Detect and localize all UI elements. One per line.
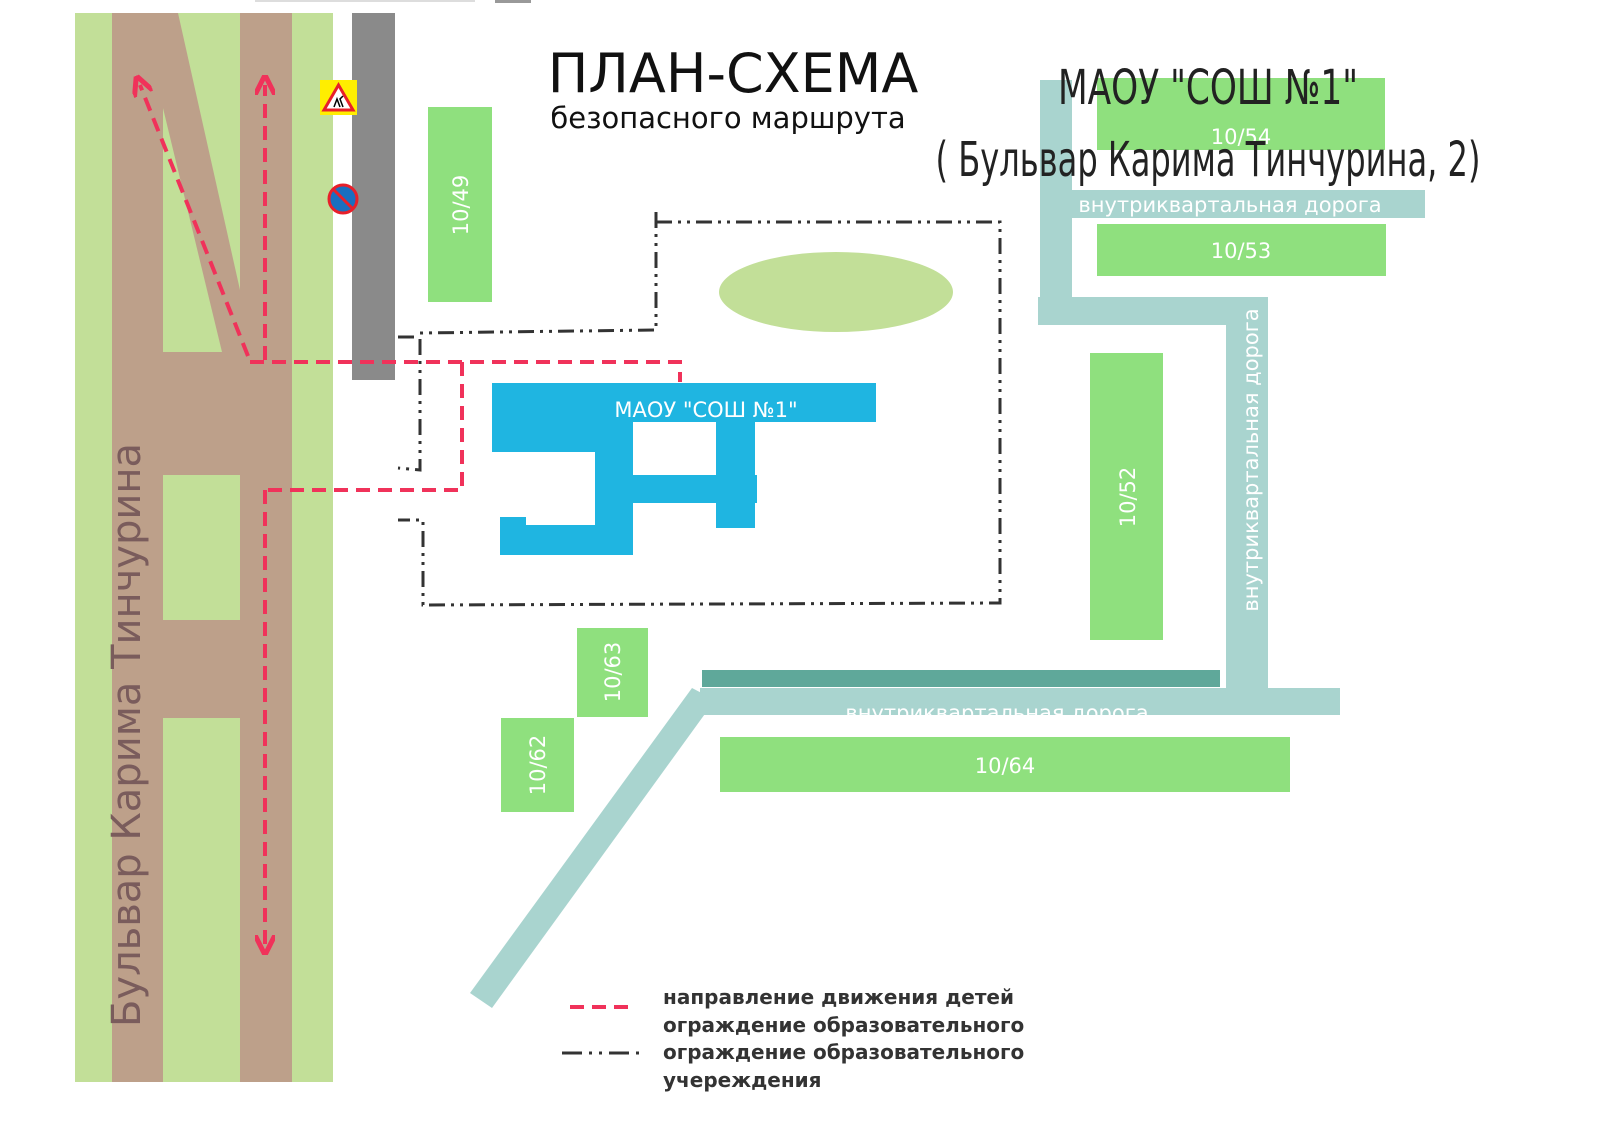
- building-10-49: [428, 107, 492, 302]
- boulevard: [75, 0, 531, 1082]
- road-segment: [1040, 80, 1072, 325]
- top-edge-mark: [255, 0, 475, 2]
- route-segment: [250, 360, 682, 382]
- residential-blocks: [428, 78, 1386, 812]
- boulevard-diagonal: [140, 13, 240, 352]
- road-label-bottom: внутриквартальная дорога: [845, 701, 1148, 725]
- schoolyard-lawn: [719, 252, 953, 332]
- children-crossing-sign: [320, 80, 357, 115]
- internal-roads: [470, 80, 1425, 1008]
- boulevard-crossing-2: [163, 620, 240, 718]
- page-subtitle: безопасного маршрута: [550, 101, 905, 135]
- building-10-53-label: 10/53: [1211, 239, 1272, 263]
- building-10-54-label: 10/54: [1211, 125, 1272, 149]
- school-address: ( Бульвар Карима Тинчурина, 2): [936, 132, 1481, 188]
- building-10-63: [577, 628, 648, 717]
- building-10-53: [1097, 224, 1386, 276]
- legend-fence-label-1: ограждение образовательного: [663, 1013, 1024, 1037]
- top-edge-mark-2: [495, 0, 531, 3]
- road-segment: [1226, 297, 1268, 690]
- legend-route-label: направление движения детей: [663, 985, 1014, 1009]
- building-10-52: [1090, 353, 1163, 640]
- road-segment-diagonal: [470, 688, 715, 1008]
- building-10-62: [501, 718, 574, 812]
- children-route: [140, 85, 682, 945]
- building-10-63-label: 10/63: [601, 642, 625, 703]
- road-segment: [1072, 190, 1425, 218]
- boulevard-lane-left: [112, 13, 163, 1082]
- building-10-62-label: 10/62: [526, 735, 550, 796]
- parking-strip: [352, 13, 395, 380]
- school-building: [492, 383, 876, 555]
- street-label: Бульвар Карима Тинчурина: [104, 443, 150, 1027]
- building-10-54: [1097, 78, 1385, 150]
- boulevard-crossing-1: [163, 352, 240, 475]
- legend-fence-label-3: учереждения: [663, 1068, 822, 1092]
- no-parking-sign: [327, 183, 359, 215]
- building-10-64: [720, 737, 1290, 792]
- legend-fence-label-2: ограждение образовательного: [663, 1040, 1024, 1064]
- road-label-top: внутриквартальная дорога: [1078, 193, 1381, 217]
- building-10-52-label: 10/52: [1116, 467, 1140, 528]
- road-segment: [700, 688, 1340, 715]
- route-arrow-diagonal: [140, 85, 250, 357]
- fence-segment: [398, 220, 1002, 607]
- children-glyph: [333, 95, 344, 108]
- building-10-64-label: 10/64: [975, 754, 1036, 778]
- school-title: МАОУ "СОШ №1": [1058, 60, 1358, 116]
- road-label-right: внутриквартальная дорога: [1239, 308, 1263, 611]
- building-10-49-label: 10/49: [449, 175, 473, 236]
- road-curb: [702, 670, 1220, 687]
- school-building-label: МАОУ "СОШ №1": [614, 398, 797, 422]
- legend: направление движения детей ограждение об…: [562, 985, 1024, 1092]
- school-fence: [397, 212, 1002, 607]
- page-title: ПЛАН-СХЕМА: [548, 42, 919, 105]
